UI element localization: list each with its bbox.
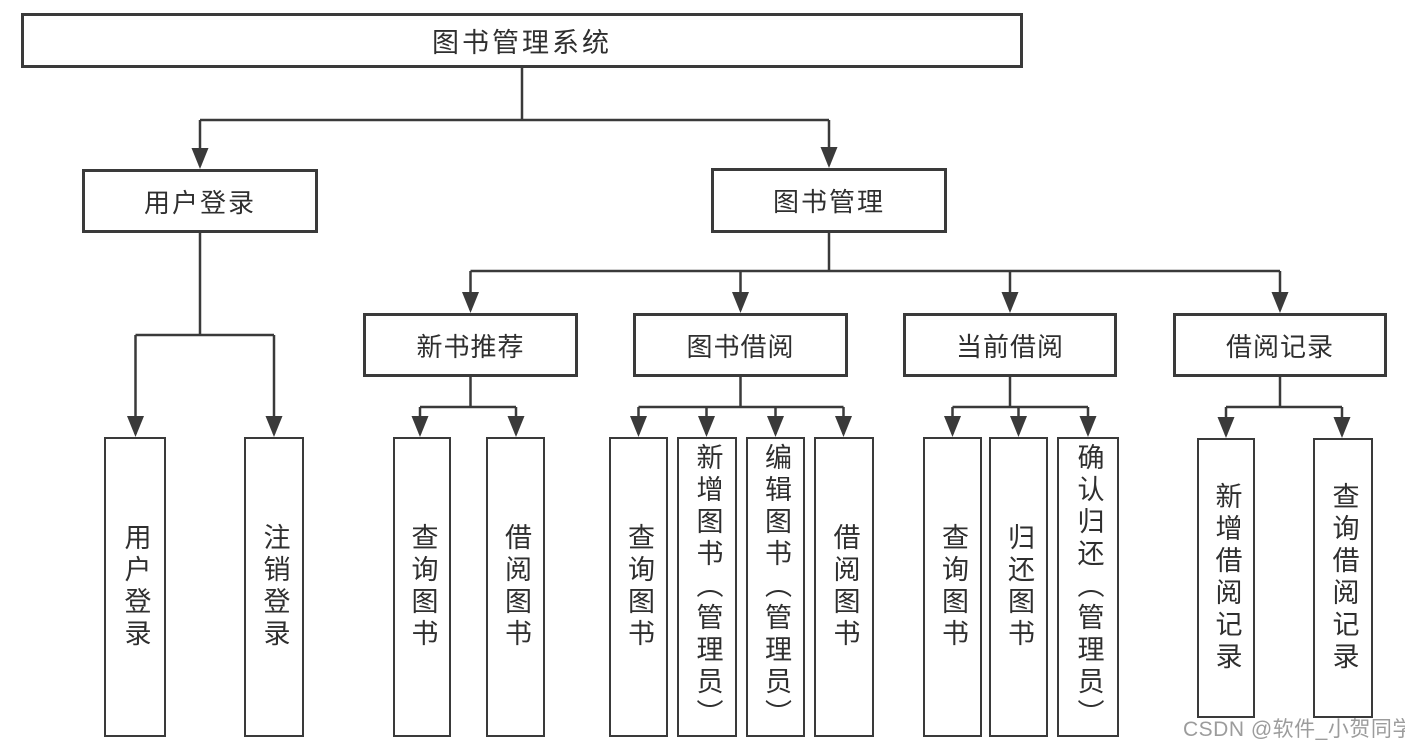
arrowhead-icon bbox=[265, 416, 283, 437]
connector-paths bbox=[134, 68, 1344, 435]
arrowhead-icon bbox=[767, 416, 784, 437]
leaf-label: 查询图书 bbox=[624, 523, 654, 651]
arrowhead-icon bbox=[1079, 416, 1097, 437]
leaf-cb-return-books: 归还图书 bbox=[989, 437, 1048, 737]
connector-root-to-level2 bbox=[198, 68, 831, 166]
leaf-label: 注销登录 bbox=[259, 523, 290, 651]
connector-new-book-to-leaves bbox=[418, 377, 518, 434]
node-label: 图书借阅 bbox=[686, 331, 795, 362]
arrowhead-icon bbox=[127, 416, 144, 437]
leaf-label: 确认归还（管理员） bbox=[1073, 443, 1104, 731]
leaf-user-login: 用户登录 bbox=[104, 437, 166, 737]
node-label: 当前借阅 bbox=[955, 331, 1064, 362]
node-book-borrow: 图书借阅 bbox=[633, 313, 848, 377]
node-current-borrow: 当前借阅 bbox=[903, 313, 1117, 377]
arrowhead-icon bbox=[630, 416, 647, 437]
arrowhead-icon bbox=[820, 147, 838, 168]
connector-borrow-records-to-leaves bbox=[1224, 377, 1344, 435]
node-label: 新书推荐 bbox=[416, 331, 525, 362]
connector-book-mgmt-to-level3 bbox=[469, 233, 1282, 310]
csdn-watermark: CSDN @软件_小贺同学 bbox=[1183, 718, 1405, 741]
leaf-br-query-record: 查询借阅记录 bbox=[1313, 438, 1373, 718]
node-label: 用户登录 bbox=[143, 187, 256, 218]
leaf-bb-add-books-admin: 新增图书（管理员） bbox=[677, 437, 737, 737]
leaf-br-add-record: 新增借阅记录 bbox=[1197, 438, 1255, 718]
leaf-cb-query-books: 查询图书 bbox=[923, 437, 982, 737]
node-system-root: 图书管理系统 bbox=[21, 13, 1023, 68]
arrowhead-icon bbox=[1271, 292, 1289, 313]
leaf-cb-confirm-return-admin: 确认归还（管理员） bbox=[1057, 437, 1119, 737]
leaf-label: 查询图书 bbox=[938, 523, 968, 651]
node-label: 借阅记录 bbox=[1225, 331, 1334, 362]
leaf-label: 归还图书 bbox=[1004, 523, 1034, 651]
leaf-label: 新增图书（管理员） bbox=[692, 443, 723, 731]
node-label: 图书管理系统 bbox=[432, 28, 612, 58]
leaf-nb-borrow-books: 借阅图书 bbox=[486, 437, 545, 737]
leaf-label: 查询图书 bbox=[407, 523, 438, 651]
leaf-nb-query-books: 查询图书 bbox=[393, 437, 451, 737]
arrowhead-icon bbox=[507, 416, 525, 437]
leaf-label: 编辑图书（管理员） bbox=[761, 443, 791, 731]
leaf-bb-query-books: 查询图书 bbox=[609, 437, 668, 737]
arrowhead-icon bbox=[835, 416, 852, 437]
arrowhead-icon bbox=[1001, 292, 1019, 313]
node-borrow-records: 借阅记录 bbox=[1173, 313, 1387, 377]
leaf-label: 借阅图书 bbox=[501, 523, 531, 651]
arrowhead-icon bbox=[462, 292, 479, 313]
leaf-label: 借阅图书 bbox=[829, 523, 860, 651]
leaf-bb-borrow-books: 借阅图书 bbox=[814, 437, 874, 737]
arrowhead-icon bbox=[698, 416, 715, 437]
connector-user-login-to-leaves bbox=[134, 233, 276, 434]
node-book-management: 图书管理 bbox=[711, 168, 947, 233]
arrowhead-icon bbox=[1217, 417, 1235, 438]
arrowheads bbox=[127, 147, 1351, 438]
arrowhead-icon bbox=[191, 148, 209, 169]
leaf-label: 查询借阅记录 bbox=[1328, 482, 1359, 674]
arrowhead-icon bbox=[411, 416, 429, 437]
arrowhead-icon bbox=[1010, 416, 1027, 437]
leaf-label: 用户登录 bbox=[120, 523, 151, 651]
leaf-bb-edit-books-admin: 编辑图书（管理员） bbox=[746, 437, 805, 737]
arrowhead-icon bbox=[1333, 417, 1351, 438]
node-user-login: 用户登录 bbox=[82, 169, 318, 233]
connector-book-borrow-to-leaves bbox=[637, 377, 845, 434]
node-label: 图书管理 bbox=[772, 187, 885, 217]
node-new-book-recommend: 新书推荐 bbox=[363, 313, 578, 377]
leaf-logout: 注销登录 bbox=[244, 437, 304, 737]
arrowhead-icon bbox=[944, 416, 961, 437]
arrowhead-icon bbox=[732, 292, 749, 313]
leaf-label: 新增借阅记录 bbox=[1211, 482, 1242, 674]
